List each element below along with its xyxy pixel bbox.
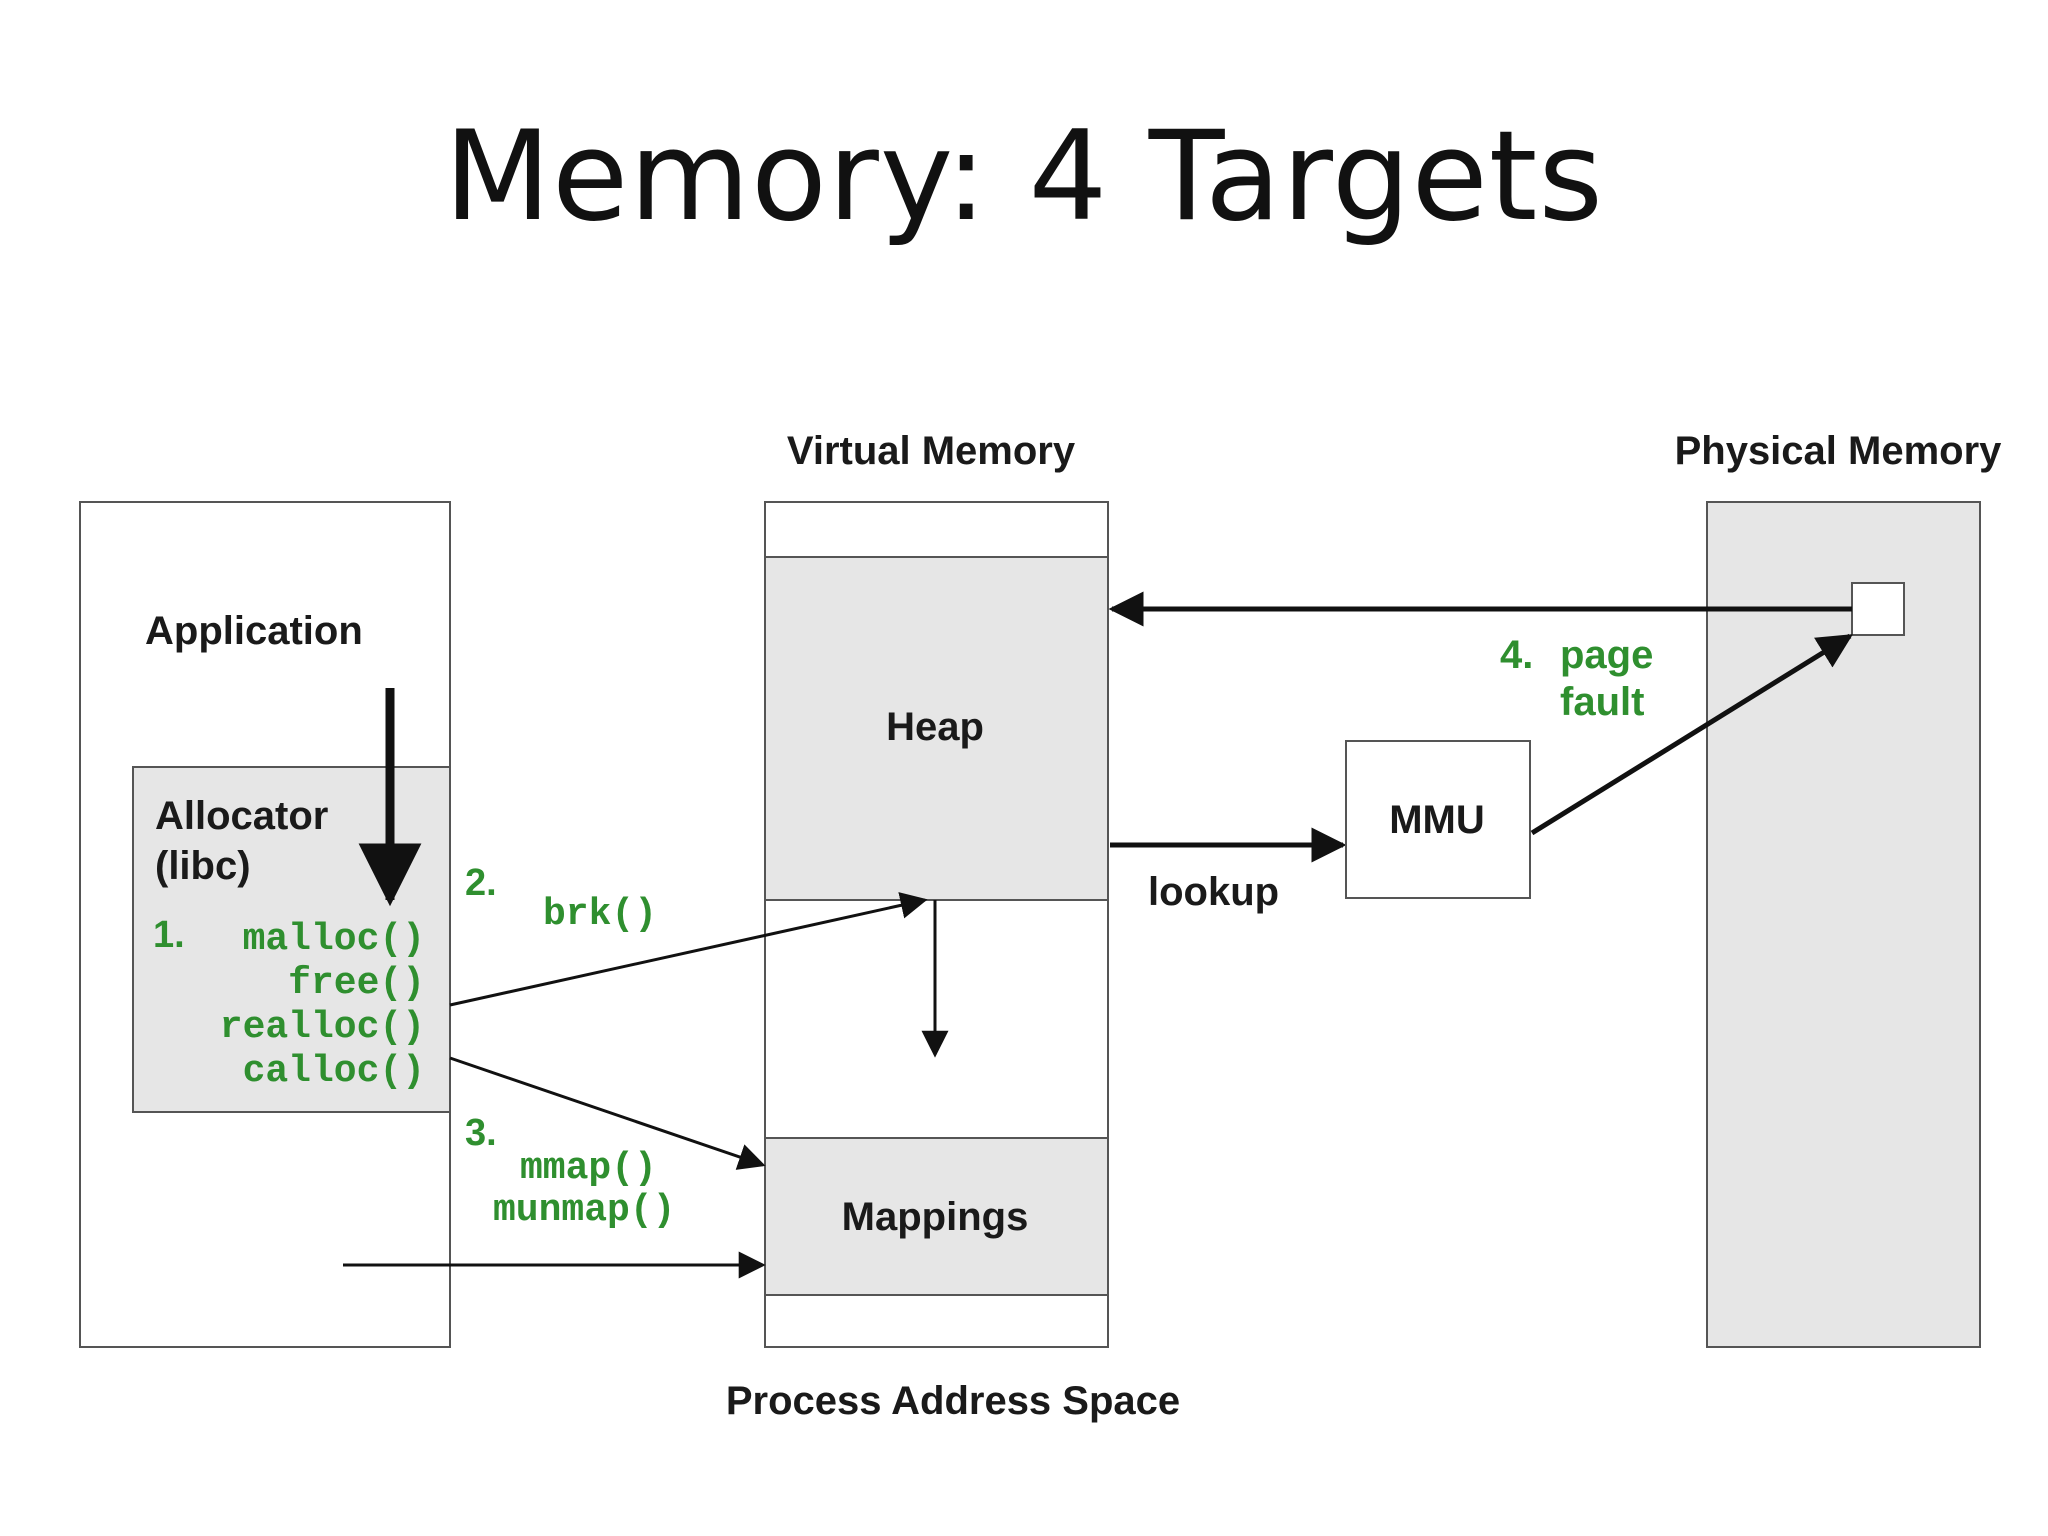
free-call: free(): [288, 962, 425, 1005]
allocator-libc-label: (libc): [155, 844, 251, 888]
mappings-region: [764, 1137, 1109, 1296]
application-label: Application: [145, 609, 363, 653]
step2-number: 2.: [465, 862, 497, 904]
step1-number: 1.: [153, 914, 185, 956]
mmu-to-physical-arrow: [1530, 633, 1853, 836]
physical-memory-label: Physical Memory: [1675, 429, 2003, 473]
lookup-label: lookup: [1148, 870, 1279, 914]
allocator-label: Allocator: [155, 794, 328, 838]
process-address-space-label: Process Address Space: [726, 1379, 1180, 1423]
fault-label: fault: [1560, 680, 1644, 724]
realloc-call: realloc(): [220, 1006, 425, 1049]
munmap-call: munmap(): [493, 1189, 675, 1232]
mmu-label: MMU: [1389, 798, 1485, 842]
virtual-memory-label: Virtual Memory: [787, 429, 1076, 473]
calloc-call: calloc(): [243, 1050, 425, 1093]
heap-label: Heap: [886, 705, 984, 749]
slide-title: Memory: 4 Targets: [443, 105, 1604, 249]
brk-call: brk(): [543, 893, 657, 936]
mmap-call: mmap(): [520, 1147, 657, 1190]
page-label: page: [1560, 633, 1653, 677]
allocator-box: [132, 766, 451, 1113]
physical-page-frame: [1851, 582, 1905, 636]
mmap-arrow: [449, 1056, 766, 1170]
mmu-box: [1345, 740, 1531, 899]
mappings-label: Mappings: [842, 1195, 1029, 1239]
malloc-call: malloc(): [243, 918, 425, 961]
physical-memory-box: [1706, 501, 1981, 1348]
heap-region: [764, 556, 1109, 901]
step4-number: 4.: [1500, 633, 1533, 677]
step3-number: 3.: [465, 1112, 497, 1154]
brk-arrow: [449, 892, 928, 1007]
